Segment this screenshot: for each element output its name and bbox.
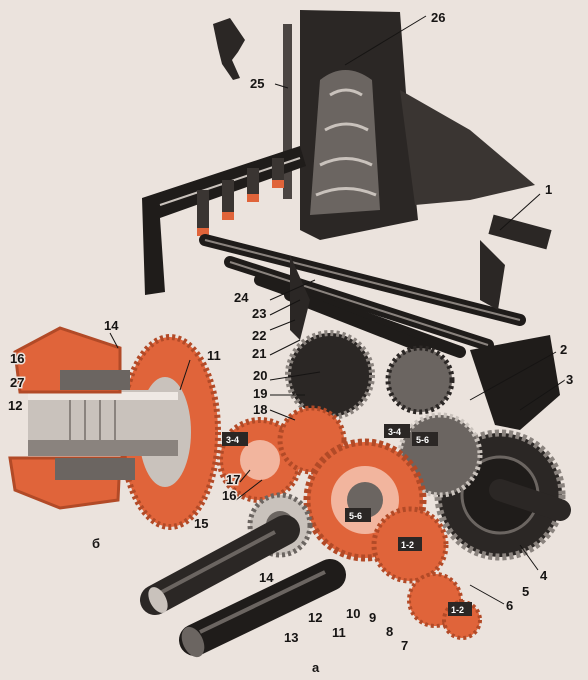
housing-wall <box>470 335 560 430</box>
part-label-13: 13 <box>284 630 298 645</box>
part-label-3: 3 <box>566 372 573 387</box>
gear-tags: 3-4 5-6 1-2 3-4 1-2 5-6 <box>222 424 472 616</box>
detail-view <box>8 326 221 530</box>
part-label-20: 20 <box>253 368 267 383</box>
bracket-plate <box>400 90 535 205</box>
part-label-10: 10 <box>346 606 360 621</box>
view-label-detail: б <box>92 536 100 551</box>
gear-tag: 5-6 <box>349 511 362 521</box>
part-label-7: 7 <box>401 638 408 653</box>
part-label-23: 23 <box>252 306 266 321</box>
gear-tag: 3-4 <box>388 427 401 437</box>
shift-fork <box>290 255 310 340</box>
countershaft <box>489 479 571 521</box>
shift-fork <box>480 240 505 310</box>
interlock-springs <box>197 158 284 236</box>
part-label-6: 6 <box>506 598 513 613</box>
part-label-26: 26 <box>431 10 445 25</box>
part-label-2: 2 <box>560 342 567 357</box>
shift-boot <box>310 70 380 215</box>
part-label-4: 4 <box>540 568 548 583</box>
part-label-22: 22 <box>252 328 266 343</box>
main-shaft <box>179 559 346 656</box>
part-label-24: 24 <box>234 290 249 305</box>
upper-gear <box>385 345 455 415</box>
input-shaft <box>140 515 300 615</box>
shift-mechanism <box>142 10 552 358</box>
part-label-9: 9 <box>369 610 376 625</box>
part-labels: 26 25 1 2 3 4 5 6 7 8 9 10 11 11 12 12 1… <box>7 9 575 655</box>
part-label-18: 18 <box>253 402 267 417</box>
part-label-16-detail: 16 <box>10 351 24 366</box>
leader-lines <box>109 15 566 605</box>
part-label-17: 17 <box>226 472 240 487</box>
part-label-21: 21 <box>252 346 266 361</box>
part-label-14-detail: 14 <box>104 318 119 333</box>
part-label-16: 16 <box>222 488 236 503</box>
part-label-12-detail: 12 <box>8 398 22 413</box>
part-label-15: 15 <box>194 516 208 531</box>
part-label-14: 14 <box>259 570 274 585</box>
gear-tag: 1-2 <box>401 540 414 550</box>
gear-tag: 3-4 <box>226 435 239 445</box>
part-label-8: 8 <box>386 624 393 639</box>
part-label-12: 12 <box>308 610 322 625</box>
part-label-27: 27 <box>10 375 24 390</box>
selector-shaft-end <box>488 214 552 250</box>
lever-knob <box>213 18 245 80</box>
view-label-main: а <box>312 660 320 675</box>
part-label-19: 19 <box>253 386 267 401</box>
gear-tag: 5-6 <box>416 435 429 445</box>
shift-lever-rod <box>283 24 292 199</box>
upper-gear <box>285 330 375 420</box>
part-label-1: 1 <box>545 182 552 197</box>
part-label-5: 5 <box>522 584 529 599</box>
gear-tag: 1-2 <box>451 605 464 615</box>
part-label-11-detail: 11 <box>207 348 221 363</box>
part-label-11: 11 <box>332 625 346 640</box>
part-label-25: 25 <box>250 76 264 91</box>
